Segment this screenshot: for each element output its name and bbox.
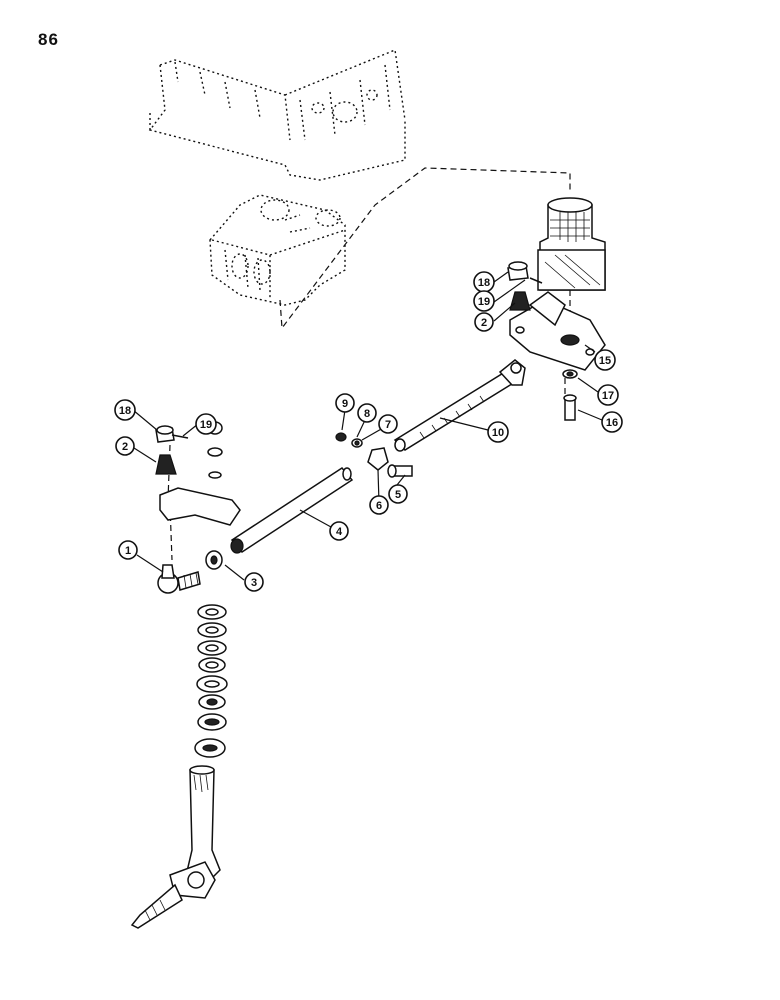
callout-label: 9 (342, 398, 348, 410)
callout-2-right: 2 (474, 312, 494, 332)
bushing (205, 550, 223, 570)
callout-label: 19 (200, 419, 212, 431)
callout-15: 15 (594, 349, 616, 371)
callout-label: 15 (599, 355, 611, 367)
kingpin-bracket (537, 197, 606, 291)
callout-label: 2 (481, 317, 487, 329)
callout-19-right: 19 (473, 290, 495, 312)
callout-label: 5 (395, 489, 401, 501)
steering-pump-body (209, 194, 346, 306)
callout-label: 17 (602, 390, 614, 402)
callout-5: 5 (388, 484, 408, 504)
callout-6: 6 (369, 495, 389, 515)
callout-label: 3 (251, 577, 257, 589)
tie-rod-tube (393, 359, 526, 452)
callout-label: 1 (125, 545, 131, 557)
tie-rod-end-hardware-right (507, 261, 543, 311)
ball-joint-left (157, 564, 201, 594)
clamp-hardware (335, 432, 413, 478)
callout-label: 6 (376, 500, 382, 512)
callout-label: 10 (492, 427, 504, 439)
callout-9: 9 (335, 393, 355, 413)
callout-2-left: 2 (115, 436, 135, 456)
callout-label: 18 (119, 405, 131, 417)
callout-4: 4 (329, 521, 349, 541)
page-number: 86 (38, 30, 59, 49)
washer-stack (194, 604, 228, 758)
callout-label: 8 (364, 408, 370, 420)
axle-housing (148, 49, 406, 181)
callout-label: 18 (478, 277, 490, 289)
washer-and-bolt-right (562, 369, 578, 421)
callout-label: 2 (122, 441, 128, 453)
callout-8: 8 (357, 403, 377, 423)
callout-label: 4 (336, 526, 343, 538)
callout-18-left: 18 (114, 399, 136, 421)
callout-label: 16 (606, 417, 618, 429)
callout-label: 7 (385, 419, 391, 431)
cross-tube (230, 467, 354, 554)
tie-rod-end-hardware-left (155, 425, 189, 475)
callout-16: 16 (601, 411, 623, 433)
callout-10: 10 (487, 421, 509, 443)
callout-17: 17 (597, 384, 619, 406)
steering-arm-plate (509, 291, 606, 371)
steering-spindle (130, 765, 221, 929)
callout-1: 1 (118, 540, 138, 560)
callout-label: 19 (478, 296, 490, 308)
callout-18-right: 18 (473, 271, 495, 293)
callout-19-left: 19 (195, 413, 217, 435)
callout-3: 3 (244, 572, 264, 592)
callout-7: 7 (378, 414, 398, 434)
